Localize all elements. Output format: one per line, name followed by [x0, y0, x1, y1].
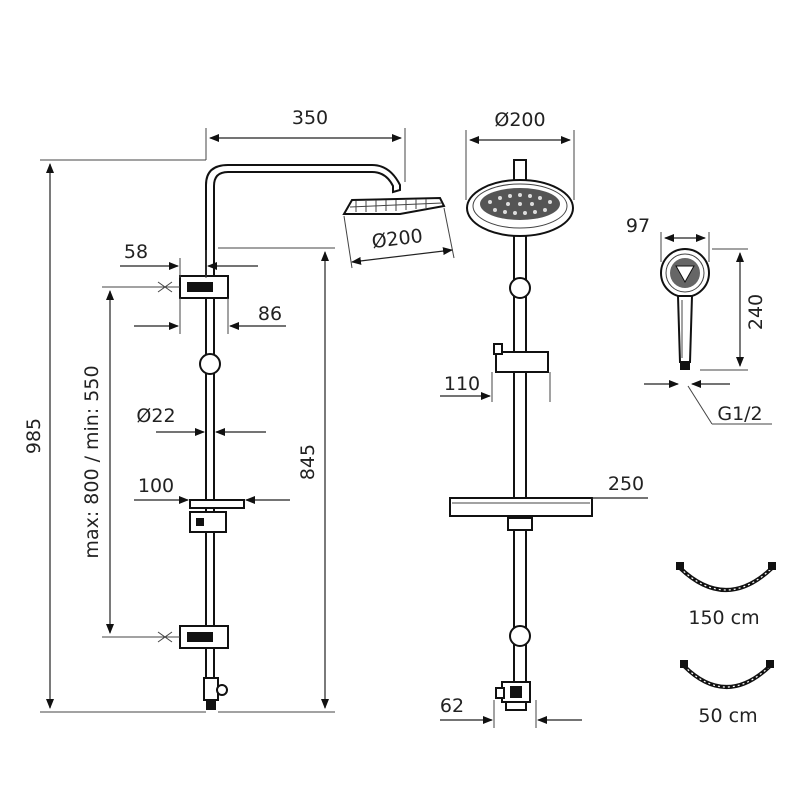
dim-thread: G1/2: [717, 403, 762, 425]
dim-holder-width: 110: [444, 373, 480, 395]
hose-short: 50 cm: [680, 660, 774, 727]
side-view: 350 Ø200 985 845 max: 800 / min: 550 58: [23, 107, 455, 713]
slider-knob: [199, 353, 221, 375]
front-shelf: [449, 497, 593, 531]
dim-shelf-width: 250: [608, 473, 644, 495]
side-shelf: [189, 499, 245, 533]
side-pipe: [205, 164, 401, 701]
hose-long: 150 cm: [676, 562, 776, 629]
front-handshower-holder: [493, 343, 549, 373]
dim-head-diameter-front: Ø200: [494, 109, 545, 131]
hand-shower: 97 240 G1/2: [626, 215, 772, 425]
dim-bracket-depth: 58: [124, 241, 148, 263]
front-diverter: [495, 681, 531, 711]
dim-rail-height: 845: [297, 444, 319, 480]
lower-wall-bracket: [155, 625, 229, 649]
dim-head-diameter-side: Ø200: [371, 225, 425, 253]
side-shower-head: [342, 196, 446, 215]
dim-handshower-width: 97: [626, 215, 650, 237]
dim-shelf-depth: 100: [138, 475, 174, 497]
hose-long-label: 150 cm: [688, 607, 759, 629]
dim-bracket-width: 86: [258, 303, 282, 325]
front-rail: [513, 159, 527, 701]
front-slider-knob: [509, 277, 531, 299]
hose-short-label: 50 cm: [698, 705, 757, 727]
upper-wall-bracket: [155, 275, 229, 299]
dim-bracket-spacing: max: 800 / min: 550: [81, 365, 103, 558]
front-shower-head: [466, 179, 574, 237]
dim-total-height: 985: [23, 418, 45, 454]
dim-handshower-length: 240: [745, 294, 767, 330]
front-lower-knob: [509, 625, 531, 647]
dim-diverter-width: 62: [440, 695, 464, 717]
side-diverter: [203, 677, 228, 710]
dim-arm-length: 350: [292, 107, 328, 129]
dim-pipe-diameter: Ø22: [136, 405, 175, 427]
front-view: Ø200 110 250 62: [440, 109, 648, 728]
